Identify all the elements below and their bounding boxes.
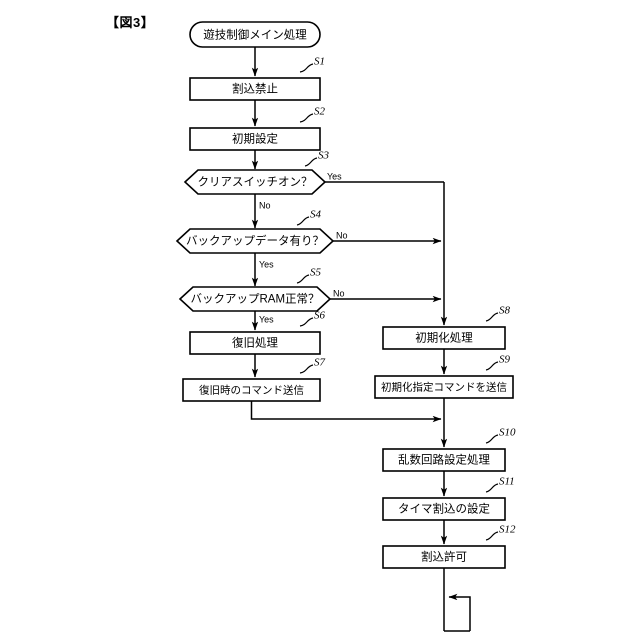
step-label-s5: S5 — [310, 267, 322, 279]
branch-label-s5-no: No — [333, 288, 345, 298]
node-start: 遊技制御メイン処理 — [189, 21, 321, 48]
step-label-s7: S7 — [314, 357, 326, 369]
node-s2-label: 初期設定 — [232, 132, 278, 146]
connector-s7-to-rail — [250, 401, 442, 423]
node-s2: 初期設定 S2 — [189, 106, 326, 151]
step-label-s12: S12 — [499, 524, 516, 536]
node-s9: 初期化指定コマンドを送信 S9 — [374, 354, 514, 399]
node-s4: バックアップデータ有り？ S4 — [175, 209, 335, 254]
step-label-s11: S11 — [499, 476, 515, 488]
node-s1-label: 割込禁止 — [232, 82, 278, 96]
connector-loop-back — [448, 593, 471, 631]
node-s12: 割込許可 S12 — [382, 524, 516, 569]
node-s6-label: 復旧処理 — [232, 336, 278, 350]
branch-label-s3-no: No — [259, 200, 271, 210]
step-label-s4: S4 — [310, 209, 322, 221]
branch-label-s4-yes: Yes — [259, 259, 274, 269]
node-start-label: 遊技制御メイン処理 — [203, 28, 307, 42]
node-s6: 復旧処理 S6 — [189, 310, 326, 355]
node-s10-label: 乱数回路設定処理 — [398, 453, 490, 467]
node-s1: 割込禁止 S1 — [189, 56, 325, 101]
node-s5: バックアップRAM正常？ S5 — [178, 267, 332, 312]
node-s11-label: タイマ割込の設定 — [398, 502, 490, 516]
step-label-s10: S10 — [499, 427, 516, 439]
node-s10: 乱数回路設定処理 S10 — [382, 427, 516, 472]
step-label-s1: S1 — [314, 56, 325, 68]
node-s8-label: 初期化処理 — [415, 331, 473, 345]
node-s12-label: 割込許可 — [421, 550, 467, 564]
step-label-s6: S6 — [314, 310, 326, 322]
node-s4-label: バックアップデータ有り？ — [186, 234, 324, 248]
step-label-s2: S2 — [314, 106, 326, 118]
step-label-s8: S8 — [499, 305, 511, 317]
node-s7: 復旧時のコマンド送信 S7 — [182, 357, 326, 402]
node-s7-label: 復旧時のコマンド送信 — [199, 383, 304, 396]
node-s5-label: バックアップRAM正常？ — [190, 293, 319, 306]
branch-label-s5-yes: Yes — [259, 314, 274, 324]
branch-label-s3-yes: Yes — [327, 171, 342, 181]
node-s3-label: クリアスイッチオン？ — [198, 176, 313, 189]
node-s8: 初期化処理 S8 — [382, 305, 511, 350]
node-s11: タイマ割込の設定 S11 — [382, 476, 515, 521]
branch-label-s4-no: No — [336, 230, 348, 240]
step-label-s3: S3 — [318, 150, 330, 162]
node-s9-label: 初期化指定コマンドを送信 — [381, 380, 507, 393]
node-s3: クリアスイッチオン？ S3 — [183, 150, 330, 195]
figure-caption: 【図3】 — [106, 15, 155, 30]
step-label-s9: S9 — [499, 354, 511, 366]
